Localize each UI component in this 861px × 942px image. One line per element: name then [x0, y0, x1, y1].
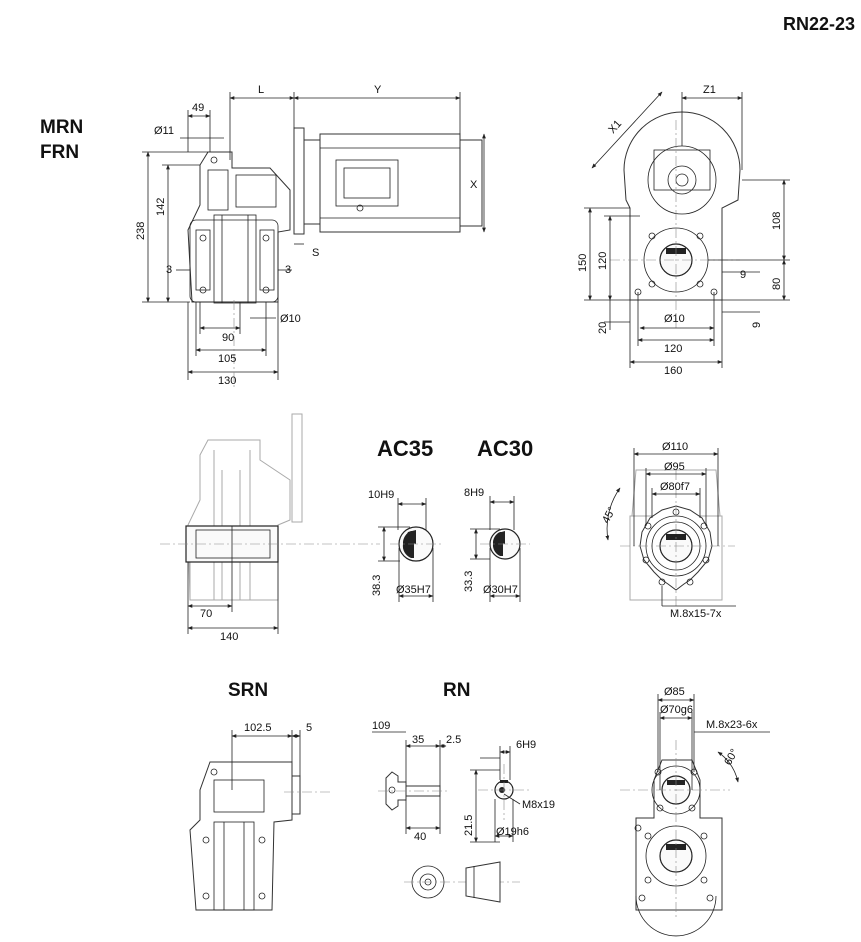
dim-d11: Ø11: [154, 125, 174, 137]
ac30-key: 8H9: [464, 487, 484, 499]
dim-120h: 120: [664, 343, 682, 355]
drawing-code: RN22-23: [782, 14, 855, 34]
dim-150: 150: [577, 254, 589, 272]
dim-Z1: Z1: [703, 84, 716, 96]
ac35-key: 10H9: [368, 489, 394, 501]
dim-9b: 9: [751, 322, 763, 328]
bottom-d70: Ø70g6: [660, 704, 693, 716]
rn-109: 109: [372, 720, 390, 732]
srn-view: 102.5 5: [189, 722, 330, 911]
dim-Y: Y: [374, 84, 382, 96]
ac30-bore: Ø30H7: [483, 584, 518, 596]
label-mrn: MRN: [40, 117, 84, 138]
ac35-bore: Ø35H7: [396, 584, 431, 596]
flange-d95: Ø95: [664, 461, 685, 473]
middle-front-view: Ø110 Ø95 Ø80f7 45° M.8x15-7x: [600, 441, 736, 620]
rn-view: 109 35 2.5 6H9 M8x19 21.5 40 Ø19h6: [372, 720, 555, 903]
label-rn: RN: [443, 680, 471, 701]
bottom-holes: M.8x23-6x: [706, 719, 758, 731]
ac35-height: 38.3: [371, 575, 383, 596]
flange-d80: Ø80f7: [660, 481, 690, 493]
dim-49: 49: [192, 102, 204, 114]
dim-3b: 3: [285, 264, 291, 276]
label-ac30: AC30: [477, 436, 534, 461]
ac35-bore-detail: 10H9 38.3 Ø35H7: [368, 489, 444, 602]
flange-d110: Ø110: [662, 441, 688, 453]
label-ac35: AC35: [377, 436, 434, 461]
dim-160: 160: [664, 365, 682, 377]
middle-side-view: 70 140: [160, 413, 380, 643]
dim-80: 80: [771, 278, 783, 290]
rn-40: 40: [414, 831, 426, 843]
rn-35: 35: [412, 734, 424, 746]
dim-140: 140: [220, 631, 238, 643]
dim-3a: 3: [166, 264, 172, 276]
dim-d10: Ø10: [280, 313, 301, 325]
dim-130: 130: [218, 375, 236, 387]
dim-238: 238: [135, 222, 147, 240]
dim-L: L: [258, 84, 264, 96]
dim-105: 105: [218, 353, 236, 365]
dim-70: 70: [200, 608, 212, 620]
srn-102: 102.5: [244, 722, 272, 734]
dim-X: X: [470, 179, 478, 191]
bottom-angle: 60°: [722, 747, 741, 767]
ac30-bore-detail: 8H9 33.3 Ø30H7: [463, 487, 530, 602]
dim-S: S: [312, 247, 319, 259]
dim-d10-front: Ø10: [664, 313, 685, 325]
bottom-front-view: Ø85 Ø70g6 M.8x23-6x 60°: [620, 686, 770, 937]
dim-142: 142: [155, 198, 167, 216]
top-front-view: X1 Z1 108 150 120 9 80 9 20 Ø10 120 160: [577, 84, 790, 377]
rn-key: 6H9: [516, 739, 536, 751]
flange-holes: M.8x15-7x: [670, 608, 722, 620]
dim-90: 90: [222, 332, 234, 344]
label-srn: SRN: [228, 680, 269, 701]
ac30-height: 33.3: [463, 571, 475, 592]
top-side-view: 49 L Y Ø11 X S 3 3 Ø10 90 105 130 238 14…: [135, 84, 486, 390]
dim-X1: X1: [606, 118, 624, 136]
rn-thread: M8x19: [522, 799, 555, 811]
rn-2-5: 2.5: [446, 734, 461, 746]
rn-21-5: 21.5: [463, 815, 475, 836]
dim-108: 108: [771, 212, 783, 230]
srn-5: 5: [306, 722, 312, 734]
dim-120v: 120: [597, 252, 609, 270]
dim-20: 20: [597, 322, 609, 334]
dim-9a: 9: [740, 269, 746, 281]
bottom-d85: Ø85: [664, 686, 685, 698]
label-frn: FRN: [40, 142, 80, 163]
flange-angle: 45°: [600, 505, 618, 525]
rn-shaft: Ø19h6: [496, 826, 529, 838]
